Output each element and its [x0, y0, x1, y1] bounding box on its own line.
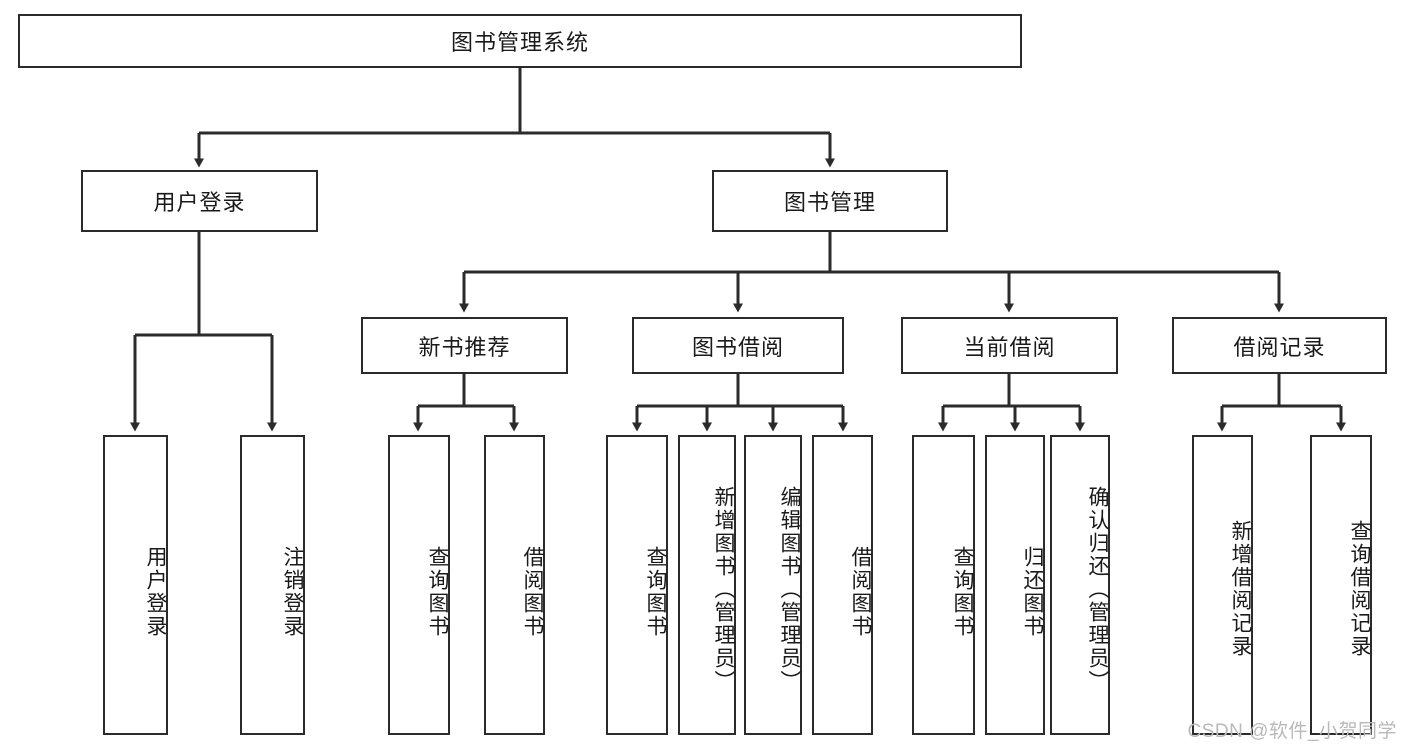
node-leaf-query-book-borrow-label: 查询图书 [644, 546, 667, 638]
node-root[interactable]: 图书管理系统 [18, 14, 1022, 68]
node-leaf-query-book-current[interactable]: 查询图书 [912, 435, 975, 735]
node-leaf-add-borrow-record-label: 新增借阅记录 [1229, 520, 1252, 658]
node-leaf-query-book-current-label: 查询图书 [951, 546, 974, 638]
node-leaf-logout-label: 注销登录 [281, 546, 304, 638]
node-borrow-record-label: 借阅记录 [1233, 334, 1326, 360]
node-leaf-return-book-label: 归还图书 [1021, 546, 1044, 638]
node-leaf-query-borrow-record[interactable]: 查询借阅记录 [1310, 435, 1372, 735]
node-new-book-recommend[interactable]: 新书推荐 [361, 317, 568, 374]
node-leaf-logout[interactable]: 注销登录 [240, 435, 305, 735]
node-leaf-borrow-book-label: 借阅图书 [849, 546, 872, 638]
node-borrow-record[interactable]: 借阅记录 [1172, 317, 1387, 374]
node-leaf-return-book[interactable]: 归还图书 [985, 435, 1045, 735]
node-leaf-query-book-borrow[interactable]: 查询图书 [606, 435, 668, 735]
node-leaf-edit-book-admin[interactable]: 编辑图书（管理员） [744, 435, 802, 735]
node-current-borrow[interactable]: 当前借阅 [901, 317, 1118, 374]
node-leaf-edit-book-admin-label: 编辑图书（管理员） [778, 485, 801, 693]
edges-borrowrecord-leaves [1217, 374, 1346, 432]
edges-bookmgmt-level3 [459, 232, 1284, 313]
node-leaf-borrow-book[interactable]: 借阅图书 [812, 435, 873, 735]
node-book-management[interactable]: 图书管理 [712, 170, 948, 232]
node-leaf-confirm-return-admin-label: 确认归还（管理员） [1086, 485, 1109, 693]
node-leaf-add-book-admin[interactable]: 新增图书（管理员） [678, 435, 736, 735]
edges-newbook-leaves [413, 374, 519, 432]
node-leaf-confirm-return-admin[interactable]: 确认归还（管理员） [1050, 435, 1110, 735]
node-leaf-query-book-rec[interactable]: 查询图书 [388, 435, 450, 735]
node-book-borrow[interactable]: 图书借阅 [632, 317, 844, 374]
node-leaf-query-book-rec-label: 查询图书 [426, 546, 449, 638]
node-user-login-label: 用户登录 [153, 190, 246, 215]
node-book-borrow-label: 图书借阅 [691, 334, 784, 360]
edges-root-level2 [194, 68, 835, 168]
edges-userlogin-leaves [130, 232, 277, 432]
node-new-book-recommend-label: 新书推荐 [418, 334, 511, 360]
csdn-watermark: CSDN @软件_小贺同学 [1187, 721, 1397, 742]
node-leaf-borrow-book-rec-label: 借阅图书 [521, 546, 544, 638]
node-leaf-add-book-admin-label: 新增图书（管理员） [712, 485, 735, 693]
node-leaf-user-login[interactable]: 用户登录 [103, 435, 168, 735]
node-leaf-borrow-book-rec[interactable]: 借阅图书 [484, 435, 545, 735]
node-book-management-label: 图书管理 [783, 190, 876, 215]
node-user-login[interactable]: 用户登录 [81, 170, 318, 232]
node-current-borrow-label: 当前借阅 [963, 334, 1056, 360]
node-leaf-user-login-label: 用户登录 [144, 546, 167, 638]
edges-bookborrow-leaves [632, 374, 848, 432]
node-root-label: 图书管理系统 [450, 30, 589, 55]
edges-currentborrow-leaves [938, 374, 1085, 432]
node-leaf-query-borrow-record-label: 查询借阅记录 [1348, 520, 1371, 658]
node-leaf-add-borrow-record[interactable]: 新增借阅记录 [1192, 435, 1253, 735]
